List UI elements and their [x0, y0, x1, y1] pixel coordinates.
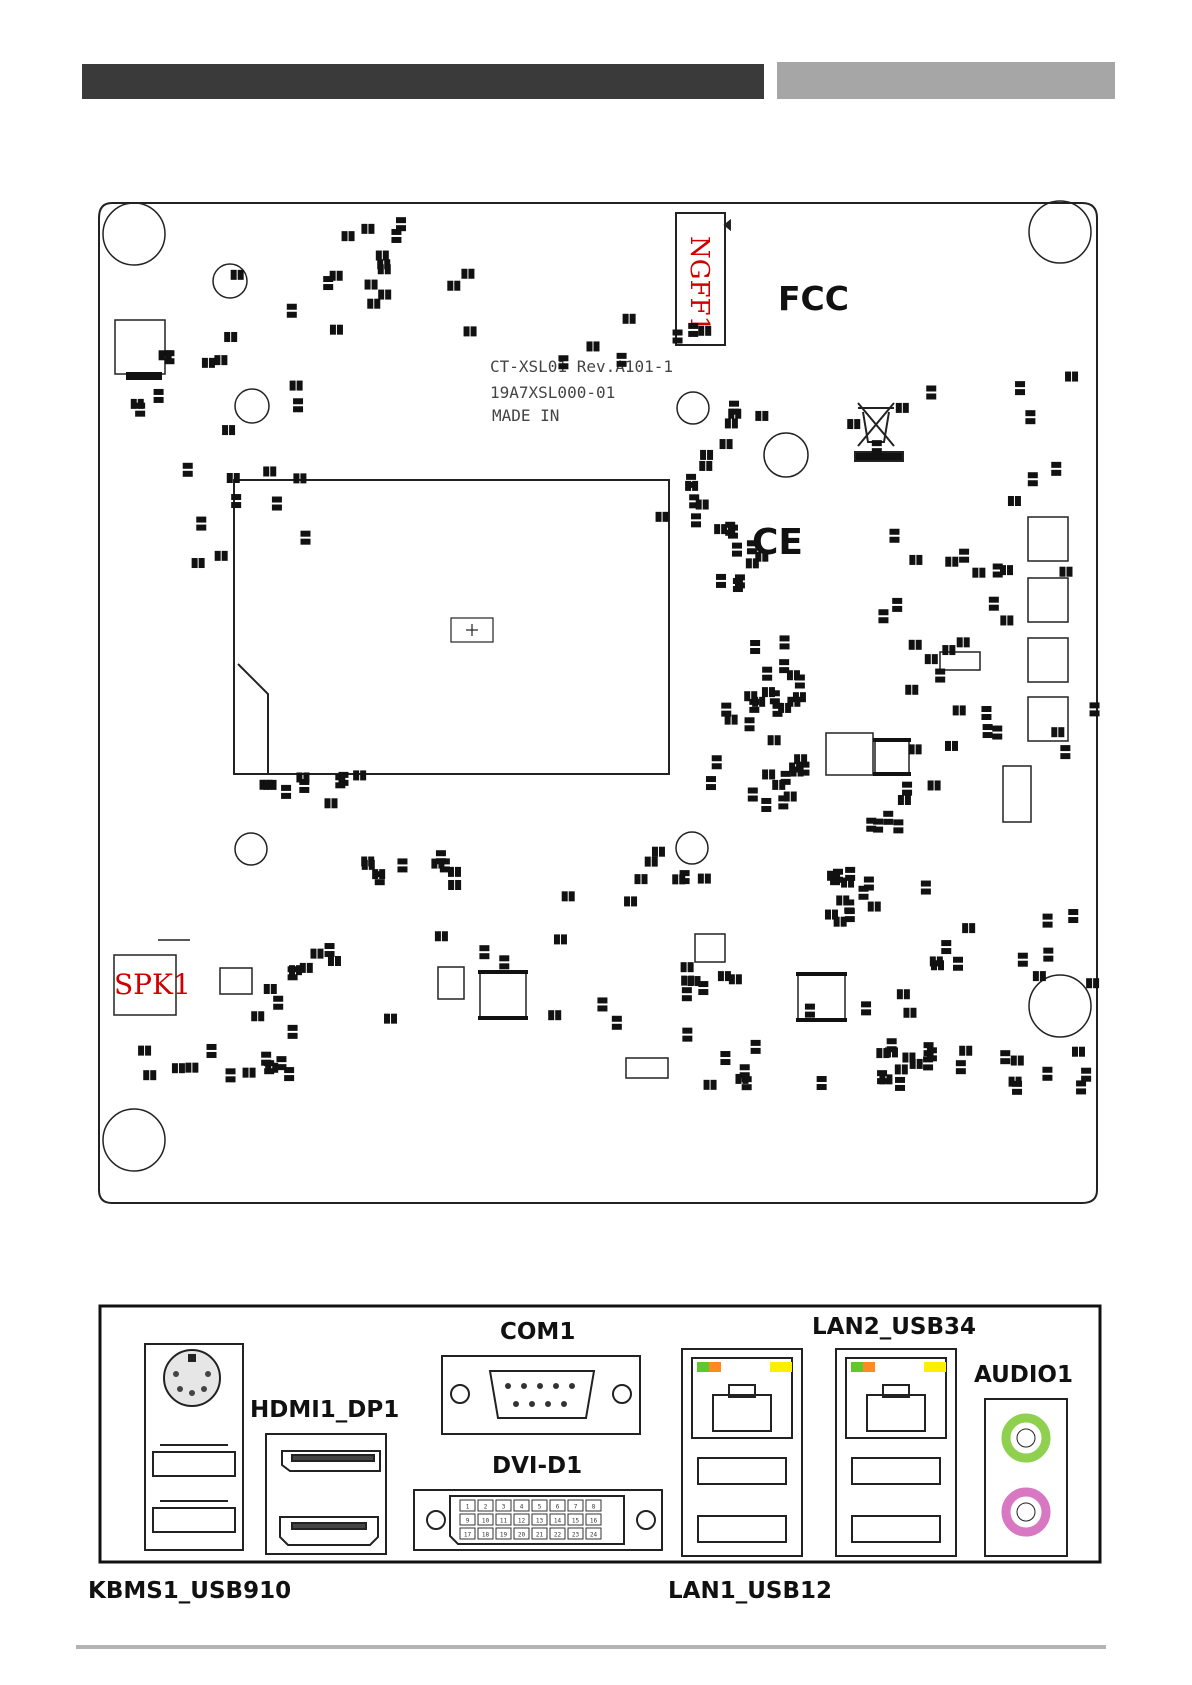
dvi-pin-number: 15 [572, 1518, 580, 1525]
dvi-pin-number: 17 [464, 1532, 472, 1539]
lan1-led-green [697, 1362, 709, 1372]
lan1-usb-label: LAN1_USB12 [668, 1578, 832, 1604]
lan2-led-green [851, 1362, 863, 1372]
com-label: COM1 [500, 1319, 575, 1345]
footer-rule [76, 1645, 1106, 1649]
dvi-pin-number: 14 [554, 1518, 562, 1525]
lan2-usb-label: LAN2_USB34 [812, 1314, 976, 1340]
dvi-pin-number: 5 [538, 1504, 542, 1511]
lan2-led-orange [863, 1362, 875, 1372]
dvi-pin-number: 24 [590, 1532, 598, 1539]
dvi-pin-number: 11 [500, 1518, 508, 1525]
dvi-pin-number: 16 [590, 1518, 598, 1525]
dvi-pin-number: 7 [574, 1504, 578, 1511]
lan1-led-orange [709, 1362, 721, 1372]
dvi-pin-number: 4 [520, 1504, 524, 1511]
kbms-usb-label: KBMS1_USB910 [88, 1578, 291, 1604]
dvi-pin-number: 6 [556, 1504, 560, 1511]
dvi-pin-number: 20 [518, 1532, 526, 1539]
lan1-led-yellow [770, 1362, 792, 1372]
dvi-pin-number: 9 [466, 1518, 470, 1525]
dvi-pin-number: 3 [502, 1504, 506, 1511]
com-port [442, 1356, 640, 1434]
dvi-pin-number: 23 [572, 1532, 580, 1539]
kbms-usb-stack [145, 1344, 243, 1550]
dvi-label: DVI-D1 [492, 1453, 582, 1479]
dvi-pin-number: 21 [536, 1532, 544, 1539]
lan2-led-yellow [924, 1362, 946, 1372]
audio-label: AUDIO1 [974, 1362, 1073, 1388]
dvi-pin-number: 10 [482, 1518, 490, 1525]
dvi-pin-number: 2 [484, 1504, 488, 1511]
dvi-pin-number: 1 [466, 1504, 470, 1511]
dvi-pin-number: 12 [518, 1518, 526, 1525]
lan2-usb-stack [836, 1349, 956, 1556]
dvi-pin-number: 13 [536, 1518, 544, 1525]
hdmi-dp-label: HDMI1_DP1 [250, 1397, 399, 1423]
dvi-pin-number: 8 [592, 1504, 596, 1511]
dvi-pin-grid: 123456789101112131415161718192021222324 [460, 1500, 601, 1539]
lan1-usb-stack [682, 1349, 802, 1556]
dvi-pin-number: 19 [500, 1532, 508, 1539]
dvi-pin-number: 22 [554, 1532, 562, 1539]
hdmi-dp-stack [266, 1434, 386, 1554]
dvi-pin-number: 18 [482, 1532, 490, 1539]
